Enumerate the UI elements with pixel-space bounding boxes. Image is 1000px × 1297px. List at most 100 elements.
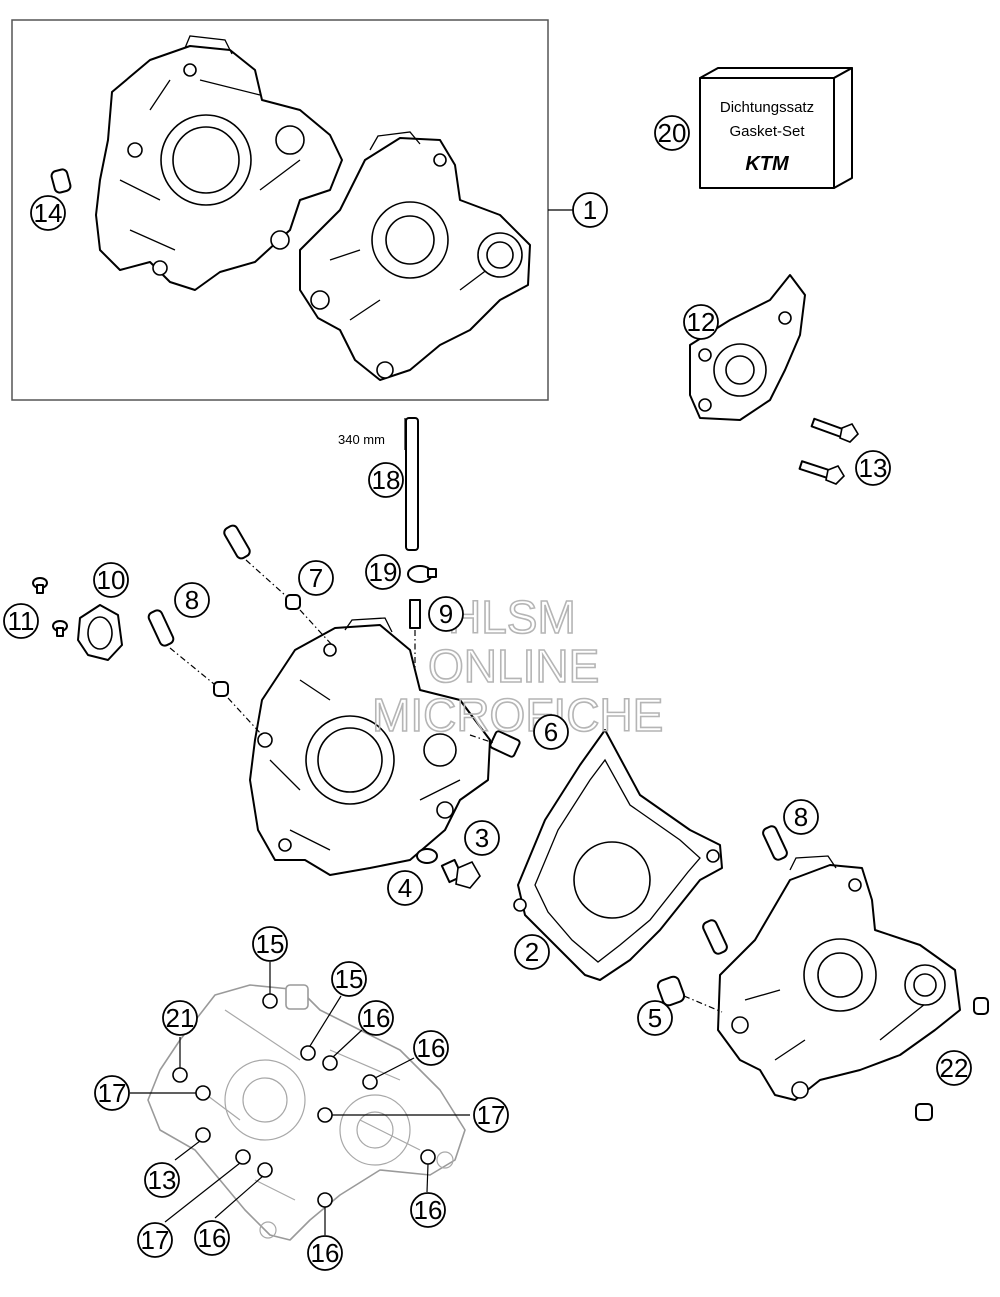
callout-11: 11 <box>3 603 39 639</box>
svg-text:17: 17 <box>141 1225 170 1255</box>
callout-14: 14 <box>30 195 66 231</box>
bolt-13c <box>195 1127 211 1143</box>
callout-16b: 16 <box>413 1030 449 1066</box>
bearing-sleeve-6 <box>469 730 521 758</box>
cover-12 <box>689 274 806 421</box>
callout-17c: 17 <box>137 1222 173 1258</box>
callout-13-top: 13 <box>855 450 891 486</box>
watermark-line1: HLSM <box>448 591 576 643</box>
callout-13-bottom: 13 <box>144 1162 180 1198</box>
callout-5: 5 <box>637 1000 673 1036</box>
svg-text:13: 13 <box>148 1165 177 1195</box>
watermark-line2: ONLINE <box>428 640 599 692</box>
svg-text:15: 15 <box>335 964 364 994</box>
callout-8-right: 8 <box>783 799 819 835</box>
callout-4: 4 <box>387 870 423 906</box>
callout-22: 22 <box>936 1050 972 1086</box>
gasket-2 <box>513 729 723 981</box>
dowel-pin-8-left <box>147 609 263 736</box>
svg-text:20: 20 <box>658 118 687 148</box>
callout-15b: 15 <box>331 961 367 997</box>
dowel-pin-8-right <box>762 825 788 861</box>
callout-10: 10 <box>93 562 129 598</box>
svg-text:3: 3 <box>475 823 489 853</box>
svg-text:17: 17 <box>477 1100 506 1130</box>
callout-12: 12 <box>683 304 719 340</box>
svg-text:16: 16 <box>198 1223 227 1253</box>
bolt-13a <box>810 417 860 443</box>
svg-text:10: 10 <box>97 565 126 595</box>
washer-3 <box>416 848 438 864</box>
bottom-leaders <box>130 962 470 1235</box>
svg-text:7: 7 <box>309 563 323 593</box>
dowel-pin-right-inner <box>702 919 728 955</box>
svg-text:14: 14 <box>34 198 63 228</box>
dowel-22b <box>915 1103 933 1121</box>
svg-text:8: 8 <box>185 585 199 615</box>
dowel-pin-7 <box>223 524 333 646</box>
svg-text:13: 13 <box>859 453 888 483</box>
callout-15a: 15 <box>252 926 288 962</box>
svg-text:16: 16 <box>311 1238 340 1268</box>
gasket-box-line1: Dichtungssatz <box>720 99 814 116</box>
svg-text:8: 8 <box>794 802 808 832</box>
bolt-16a <box>322 1055 338 1071</box>
callout-2: 2 <box>514 934 550 970</box>
bolt-16d <box>420 1149 436 1165</box>
callout-16c: 16 <box>410 1192 446 1228</box>
bolt-16b <box>362 1074 378 1090</box>
dowel-5 <box>656 975 723 1013</box>
case-half-left-middle <box>249 617 491 876</box>
svg-text:21: 21 <box>166 1003 195 1033</box>
bolt-head-markers <box>172 993 436 1208</box>
svg-text:15: 15 <box>256 929 285 959</box>
screw-11b <box>52 620 68 637</box>
svg-text:16: 16 <box>414 1195 443 1225</box>
svg-text:6: 6 <box>544 717 558 747</box>
case-half-right-top <box>299 131 531 381</box>
svg-text:12: 12 <box>687 307 716 337</box>
svg-text:16: 16 <box>417 1033 446 1063</box>
callout-3: 3 <box>464 820 500 856</box>
gasket-set-box: Dichtungssatz Gasket-Set KTM <box>699 67 853 189</box>
callout-16e: 16 <box>307 1235 343 1271</box>
callout-1: 1 <box>572 192 608 228</box>
svg-text:4: 4 <box>398 873 412 903</box>
bolt-15a <box>262 993 278 1009</box>
gasket-box-line2: Gasket-Set <box>729 123 805 140</box>
bolt-13b <box>798 460 846 485</box>
bolt-16e <box>317 1192 333 1208</box>
clamp-19 <box>407 565 437 583</box>
svg-text:17: 17 <box>98 1078 127 1108</box>
svg-text:18: 18 <box>372 465 401 495</box>
callout-21: 21 <box>162 1000 198 1036</box>
cover-plate-10 <box>77 604 123 661</box>
bolt-17c <box>235 1149 251 1165</box>
bolt-16c <box>257 1162 273 1178</box>
drain-plug-4 <box>440 858 481 889</box>
svg-text:5: 5 <box>648 1003 662 1033</box>
callout-18: 18 <box>368 462 404 498</box>
callout-7: 7 <box>298 560 334 596</box>
bolt-21 <box>172 1067 188 1083</box>
svg-text:9: 9 <box>439 599 453 629</box>
svg-text:11: 11 <box>8 606 35 636</box>
tube-length-label: 340 mm <box>338 432 385 447</box>
svg-text:19: 19 <box>369 557 398 587</box>
callout-17b: 17 <box>473 1097 509 1133</box>
bolt-15b <box>300 1045 316 1061</box>
callout-20: 20 <box>654 115 690 151</box>
case-half-right-bottom <box>717 855 961 1101</box>
callout-16d: 16 <box>194 1220 230 1256</box>
dowel-22a <box>973 997 989 1015</box>
svg-text:2: 2 <box>525 937 539 967</box>
dowel-pin-14 <box>50 168 72 194</box>
case-half-bolt-layout <box>147 984 466 1241</box>
watermark-line3: MICROFICHE <box>372 689 663 741</box>
callout-19: 19 <box>365 554 401 590</box>
svg-text:1: 1 <box>583 195 597 225</box>
callout-6: 6 <box>533 714 569 750</box>
case-half-left-top <box>95 35 343 291</box>
bolt-17a <box>195 1085 211 1101</box>
